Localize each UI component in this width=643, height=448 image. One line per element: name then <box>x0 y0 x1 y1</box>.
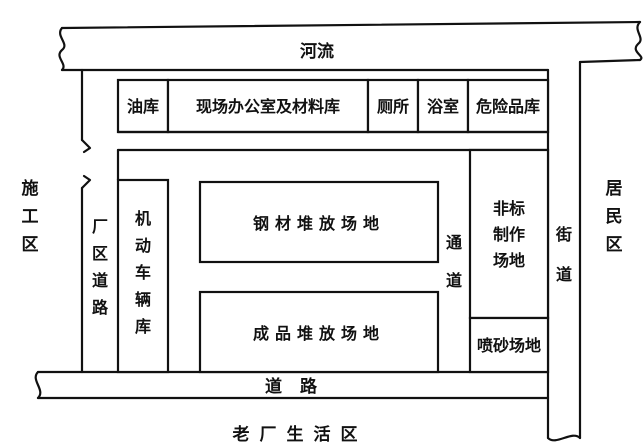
residential-zone-label-char-0: 居 <box>606 179 623 199</box>
residential-zone-label-char-2: 区 <box>606 235 623 255</box>
vehicle-depot-box <box>116 178 170 374</box>
product-yard-box <box>198 290 440 374</box>
nonstandard-yard-label-char-2: 场地 <box>493 251 525 270</box>
construction-zone-label-char-2: 区 <box>22 235 39 255</box>
inner-road-label-char-1: 道 <box>446 271 462 290</box>
site-office-label: 现场办公室及材料库 <box>196 97 340 116</box>
nonstandard-yard-label-char-0: 非标 <box>493 199 525 218</box>
nonstandard-yard-box <box>468 148 550 320</box>
street-label-char-1: 道 <box>556 265 572 284</box>
oil-depot-label: 油库 <box>127 97 159 116</box>
old-factory-zone-label: 老厂生活区 <box>232 424 368 445</box>
steel-yard-label: 钢材堆放场地 <box>253 214 385 233</box>
inner-road-label-char-0: 通 <box>446 233 462 252</box>
bathroom-label: 浴室 <box>427 97 459 116</box>
product-yard-label: 成品堆放场地 <box>253 324 385 343</box>
hazardous-store-label: 危险品库 <box>476 97 540 116</box>
toilet-label: 厕所 <box>377 97 409 116</box>
bottom-road-label: 道路 <box>265 376 335 397</box>
vehicle-depot-label-char-4: 库 <box>135 317 151 336</box>
nonstandard-yard-label-char-1: 制作 <box>493 225 525 244</box>
vehicle-depot-label-char-3: 辆 <box>135 290 151 309</box>
factory-road-label-char-3: 路 <box>92 298 109 317</box>
construction-zone-label-char-0: 施 <box>22 178 39 199</box>
vehicle-depot-label-char-0: 机 <box>135 209 151 228</box>
construction-zone-label-char-1: 工 <box>22 207 39 227</box>
river-band <box>58 20 643 72</box>
residential-zone-label-char-1: 民 <box>606 207 623 227</box>
street-band <box>546 60 582 442</box>
vehicle-depot-label-char-2: 车 <box>135 263 151 282</box>
steel-yard-box <box>198 180 440 264</box>
river-label: 河流 <box>300 41 334 62</box>
sandblast-yard-label: 喷砂场地 <box>477 336 541 355</box>
factory-road-label-char-0: 厂 <box>92 217 108 236</box>
street-label-char-0: 街 <box>555 225 572 244</box>
vehicle-depot-label-char-1: 动 <box>135 236 151 255</box>
factory-road-label-char-2: 道 <box>92 271 108 290</box>
sandblast-yard-box <box>468 316 550 374</box>
factory-road-label-char-1: 区 <box>92 244 108 263</box>
